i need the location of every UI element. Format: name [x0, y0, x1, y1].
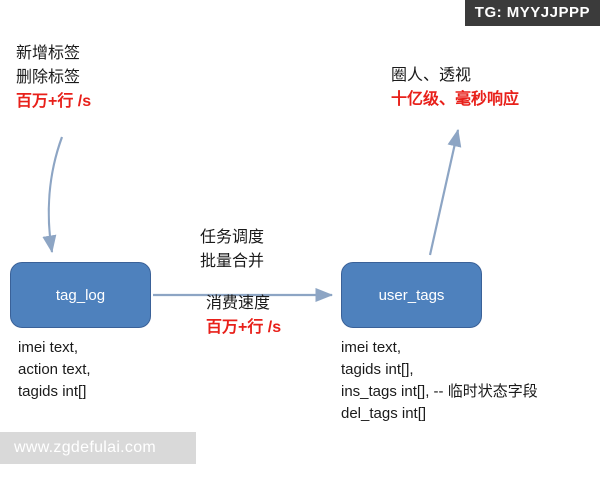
node-user-tags[interactable]: user_tags: [341, 262, 482, 328]
annotation-right: 圈人、透视 十亿级、毫秒响应: [391, 64, 519, 112]
fields-tag-log: imei text, action text, tagids int[]: [18, 339, 91, 400]
arrow-update-to-taglog: [42, 136, 64, 254]
annotation-mid-bottom-text: 消费速度: [206, 295, 271, 312]
watermark: www.zgdefulai.com: [0, 432, 196, 464]
annotation-left-highlight: 百万+行 /s: [16, 93, 92, 110]
annotation-left: 新增标签 删除标签 百万+行 /s: [16, 42, 91, 114]
annotation-left-text: 新增标签 删除标签: [16, 45, 81, 86]
annotation-right-text: 圈人、透视: [391, 67, 472, 84]
node-user-tags-label: user_tags: [378, 286, 445, 304]
annotation-mid-bottom-highlight: 百万+行 /s: [206, 319, 282, 336]
node-tag-log-label: tag_log: [55, 286, 106, 304]
annotation-mid-top-text: 任务调度 批量合并: [200, 229, 265, 270]
arrow-usertags-to-query: [428, 128, 462, 256]
node-tag-log[interactable]: tag_log: [10, 262, 151, 328]
annotation-right-highlight: 十亿级、毫秒响应: [391, 91, 520, 108]
annotation-mid-bottom: 消费速度 百万+行 /s: [206, 292, 281, 340]
annotation-mid-top: 任务调度 批量合并: [200, 226, 264, 274]
tg-badge: TG: MYYJJPPP: [464, 0, 600, 26]
fields-user-tags: imei text, tagids int[], ins_tags int[],…: [341, 339, 538, 422]
